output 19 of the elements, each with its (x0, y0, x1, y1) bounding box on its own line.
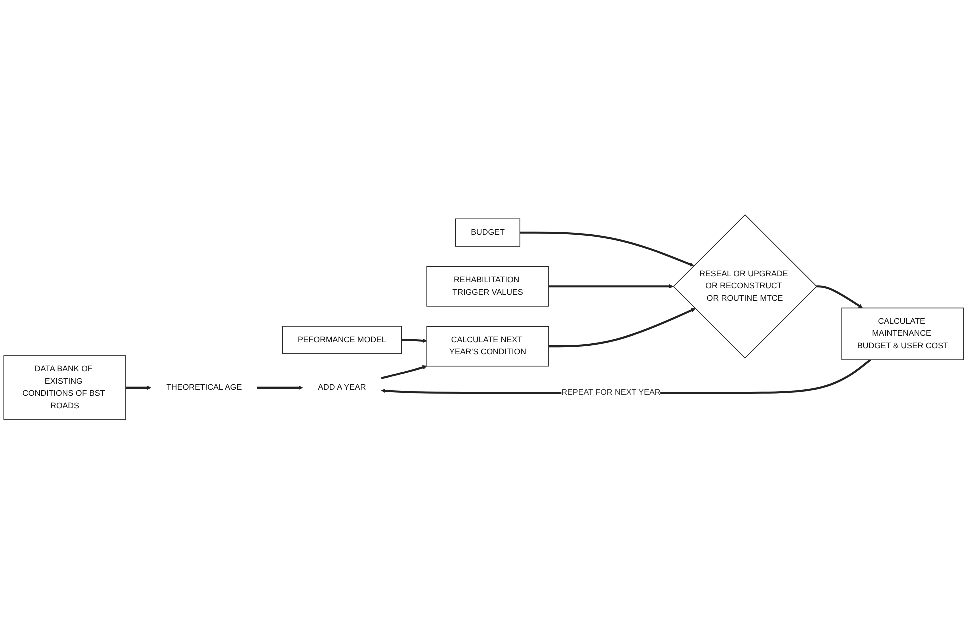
arrow (381, 358, 872, 394)
arrow (257, 385, 304, 390)
node-box: REHABILITATION TRIGGER VALUES (426, 266, 550, 306)
arrow (548, 284, 674, 288)
node-box: DATA BANK OF EXISTING CONDITIONS OF BST ROADS (4, 355, 126, 420)
arrow (402, 338, 428, 343)
node-text: THEORETICAL AGE (166, 382, 242, 392)
arrow (126, 385, 152, 390)
arrow (520, 231, 694, 266)
node-box: PEFORMANCE MODEL (282, 326, 402, 354)
edge-label: REPEAT FOR NEXT YEAR (562, 388, 661, 397)
arrow (548, 308, 696, 348)
node-box: CALCULATE NEXT YEAR'S CONDITION (426, 326, 550, 366)
arrow (816, 285, 864, 308)
node-box: CALCULATE MAINTENANCE BUDGET & USER COST (842, 307, 964, 360)
node-box: BUDGET (455, 218, 521, 246)
arrow (381, 364, 428, 379)
node-diamond: RESEAL OR UPGRADE OR RECONSTRUCT OR ROUTINE MTCE (673, 214, 818, 358)
node-text: ADD A YEAR (318, 382, 366, 392)
